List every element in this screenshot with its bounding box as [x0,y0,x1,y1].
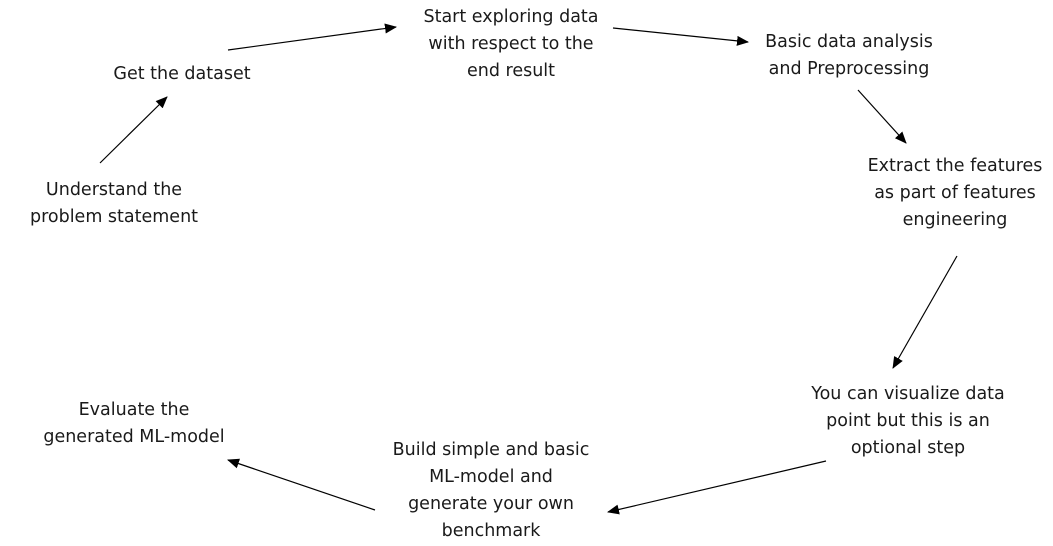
step-text-line: Basic data analysis [765,32,933,52]
step-understand-problem: Understand the problem statement [30,177,198,231]
step-get-dataset: Get the dataset [113,61,250,88]
arrow-features-to-visualize [892,255,958,369]
step-text-line: benchmark [441,521,541,541]
arrow-preprocess-to-features [857,89,907,144]
step-text-line: point but this is an [826,411,990,431]
arrow-build-model-to-evaluate [227,458,376,511]
step-text-line: Build simple and basic [392,440,590,460]
step-visualize: You can visualize data point but this is… [811,381,1005,462]
step-text-line: generate your own [408,494,574,514]
step-explore-data: Start exploring data with respect to the… [423,4,598,85]
step-build-model: Build simple and basic ML-model and gene… [393,437,590,545]
step-text-line: and Preprocessing [768,59,930,79]
step-text-line: end result [466,61,556,81]
step-text-line: generated ML-model [43,427,225,447]
step-text-line: Understand the [45,180,183,200]
arrow-explore-to-preprocess [612,27,749,46]
step-text-line: ML-model and [429,467,553,487]
step-preprocessing: Basic data analysis and Preprocessing [765,29,933,83]
arrow-visualize-to-build-model [607,460,827,515]
arrow-get-dataset-to-explore [227,23,397,51]
step-text-line: engineering [902,210,1008,230]
step-text-line: optional step [850,438,966,458]
step-text-line: Get the dataset [113,64,251,84]
step-feature-engineering: Extract the features as part of features… [868,153,1043,234]
step-text-line: as part of features [874,183,1036,203]
step-text-line: Start exploring data [423,7,599,27]
step-text-line: You can visualize data [811,384,1005,404]
step-text-line: with respect to the [428,34,594,54]
step-evaluate-model: Evaluate the generated ML-model [43,397,224,451]
step-text-line: Extract the features [867,156,1043,176]
arrow-understand-to-get-dataset [99,96,168,164]
step-text-line: Evaluate the [78,400,190,420]
step-text-line: problem statement [29,207,199,227]
